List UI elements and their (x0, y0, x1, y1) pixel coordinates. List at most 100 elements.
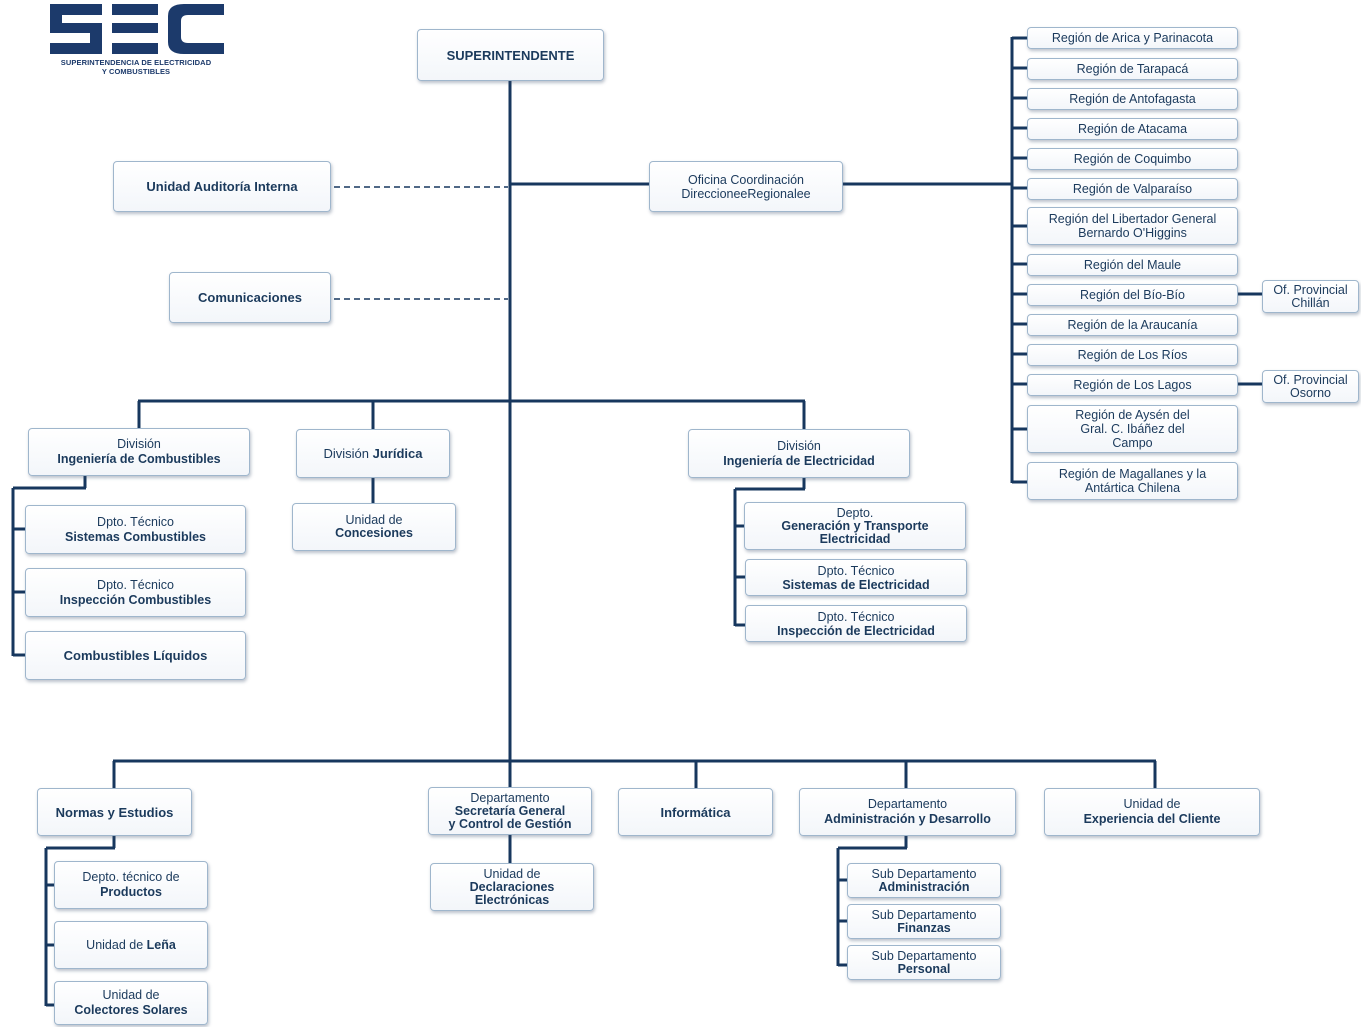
superintendente-box[interactable]: SUPERINTENDENTE (417, 29, 604, 81)
division-juridica[interactable]: División Jurídica (296, 429, 450, 478)
sist-comb-line1: Dpto. Técnico (97, 514, 174, 529)
unidad-experiencia-cliente[interactable]: Unidad de Experiencia del Cliente (1044, 788, 1260, 836)
region-aysen-line2: Gral. C. Ibáñez del (1080, 422, 1185, 436)
div-juridica-label: División Jurídica (324, 447, 423, 460)
colectores-line1: Unidad de (102, 988, 160, 1002)
div-juridica-pre: División (323, 446, 373, 461)
depto-administracion-desarrollo[interactable]: Departamento Administración y Desarrollo (799, 788, 1016, 836)
region-losrios[interactable]: Región de Los Ríos (1027, 344, 1238, 366)
region-antofagasta[interactable]: Región de Antofagasta (1027, 88, 1238, 110)
region-loslagos[interactable]: Región de Los Lagos (1027, 374, 1238, 396)
productos-line2: Productos (100, 885, 162, 899)
normas-label: Normas y Estudios (55, 804, 174, 820)
region-valparaiso-label: Región de Valparaíso (1072, 182, 1193, 196)
div-juridica-bold: Jurídica (372, 446, 423, 461)
decl-line3: Electrónicas (474, 892, 550, 907)
subper-line1: Sub Departamento (871, 948, 977, 963)
region-ohiggins-line2: Bernardo O'Higgins (1078, 226, 1187, 240)
div-comb-line1: División (117, 437, 161, 451)
dpto-inspeccion-combustibles[interactable]: Dpto. Técnico Inspección Combustibles (25, 568, 246, 617)
of-provincial-chillan[interactable]: Of. Provincial Chillán (1262, 280, 1359, 313)
comunicaciones-box[interactable]: Comunicaciones (169, 272, 331, 323)
depto-productos[interactable]: Depto. técnico de Productos (54, 861, 208, 909)
gen-line1: Depto. (836, 505, 874, 520)
insp-comb-line2: Inspección Combustibles (59, 592, 212, 607)
osorno-line1: Of. Provincial (1273, 372, 1348, 387)
chillan-line1: Of. Provincial (1273, 282, 1348, 297)
region-biobio-label: Región del Bío-Bío (1080, 288, 1185, 302)
division-electricidad[interactable]: División Ingeniería de Electricidad (688, 429, 910, 478)
region-loslagos-label: Región de Los Lagos (1073, 378, 1192, 392)
of-provincial-osorno[interactable]: Of. Provincial Osorno (1262, 370, 1359, 403)
region-tarapaca[interactable]: Región de Tarapacá (1027, 58, 1238, 80)
unidad-concesiones[interactable]: Unidad de Concesiones (292, 503, 456, 551)
unidad-colectores-solares[interactable]: Unidad de Colectores Solares (54, 981, 208, 1025)
admin-line1: Departamento (867, 797, 948, 811)
region-tarapaca-label: Región de Tarapacá (1076, 62, 1189, 76)
productos-line1: Depto. técnico de (82, 870, 180, 884)
gen-line2: Generación y Transporte (781, 518, 929, 533)
depto-secretaria-general[interactable]: Departamento Secretaría General y Contro… (428, 787, 592, 835)
secgen-line2: Secretaría General (454, 803, 566, 818)
informatica-label: Informática (660, 804, 731, 820)
logo-line2: Y COMBUSTIBLES (101, 67, 171, 76)
dpto-sistemas-combustibles[interactable]: Dpto. Técnico Sistemas Combustibles (25, 505, 246, 554)
subdepto-personal[interactable]: Sub Departamento Personal (847, 945, 1001, 980)
dpto-inspeccion-electricidad[interactable]: Dpto. Técnico Inspección de Electricidad (745, 605, 967, 642)
cliente-line2: Experiencia del Cliente (1083, 812, 1221, 826)
logo-line1: SUPERINTENDENCIA DE ELECTRICIDAD (60, 58, 212, 67)
colectores-line2: Colectores Solares (74, 1003, 188, 1017)
insp-elec-line2: Inspección de Electricidad (777, 623, 935, 638)
sec-logo-mark (50, 4, 224, 54)
normas-estudios[interactable]: Normas y Estudios (37, 788, 192, 836)
region-araucania[interactable]: Región de la Araucanía (1027, 314, 1238, 336)
combustibles-liquidos-label: Combustibles Líquidos (63, 648, 208, 663)
region-magallanes-line1: Región de Magallanes y la (1058, 467, 1207, 481)
lena-bold: Leña (146, 937, 176, 952)
region-magallanes[interactable]: Región de Magallanes y la Antártica Chil… (1027, 462, 1238, 500)
subdepto-administracion[interactable]: Sub Departamento Administración (847, 863, 1001, 898)
div-elec-line2: Ingeniería de Electricidad (723, 453, 875, 468)
subadm-line1: Sub Departamento (871, 866, 977, 881)
concesiones-line2: Concesiones (335, 526, 413, 540)
region-ohiggins[interactable]: Región del Libertador General Bernardo O… (1027, 207, 1238, 245)
dpto-sistemas-electricidad[interactable]: Dpto. Técnico Sistemas de Electricidad (745, 559, 967, 596)
sist-comb-line2: Sistemas Combustibles (64, 529, 206, 544)
depto-generacion-transporte[interactable]: Depto. Generación y Transporte Electrici… (744, 502, 966, 550)
region-maule[interactable]: Región del Maule (1027, 254, 1238, 276)
informatica[interactable]: Informática (618, 788, 773, 836)
unidad-declaraciones-electronicas[interactable]: Unidad de Declaraciones Electrónicas (430, 863, 594, 911)
lena-pre: Unidad de (86, 937, 147, 952)
auditoria-box[interactable]: Unidad Auditoría Interna (113, 161, 331, 212)
region-losrios-label: Región de Los Ríos (1077, 348, 1188, 362)
subfin-line1: Sub Departamento (871, 907, 977, 922)
region-coquimbo[interactable]: Región de Coquimbo (1027, 148, 1238, 170)
region-maule-label: Región del Maule (1083, 258, 1182, 272)
subadm-line2: Administración (878, 879, 970, 894)
comunicaciones-label: Comunicaciones (197, 290, 303, 305)
cliente-line1: Unidad de (1123, 797, 1181, 811)
sist-elec-line1: Dpto. Técnico (817, 563, 895, 578)
region-arica[interactable]: Región de Arica y Parinacota (1027, 27, 1238, 49)
lena-label: Unidad de Leña (86, 937, 176, 952)
region-valparaiso[interactable]: Región de Valparaíso (1027, 178, 1238, 200)
insp-elec-line1: Dpto. Técnico (817, 609, 895, 624)
superintendente-label: SUPERINTENDENTE (446, 47, 575, 63)
oficina-coordinacion-box[interactable]: Oficina Coordinación DireccioneeRegional… (649, 161, 843, 212)
region-aysen-line3: Campo (1112, 436, 1153, 450)
concesiones-line1: Unidad de (345, 513, 403, 527)
combustibles-liquidos[interactable]: Combustibles Líquidos (25, 631, 246, 680)
admin-line2: Administración y Desarrollo (824, 812, 991, 826)
unidad-lena[interactable]: Unidad de Leña (54, 921, 208, 969)
region-biobio[interactable]: Región del Bío-Bío (1027, 284, 1238, 306)
region-ohiggins-line1: Región del Libertador General (1048, 212, 1217, 226)
region-aysen[interactable]: Región de Aysén del Gral. C. Ibáñez del … (1027, 405, 1238, 453)
subdepto-finanzas[interactable]: Sub Departamento Finanzas (847, 904, 1001, 939)
region-atacama[interactable]: Región de Atacama (1027, 118, 1238, 140)
subper-line2: Personal (897, 961, 951, 976)
region-antofagasta-label: Región de Antofagasta (1069, 92, 1196, 106)
decl-line1: Unidad de (483, 866, 541, 881)
division-combustibles[interactable]: División Ingeniería de Combustibles (28, 428, 250, 476)
oficina-line1: Oficina Coordinación (687, 172, 805, 187)
